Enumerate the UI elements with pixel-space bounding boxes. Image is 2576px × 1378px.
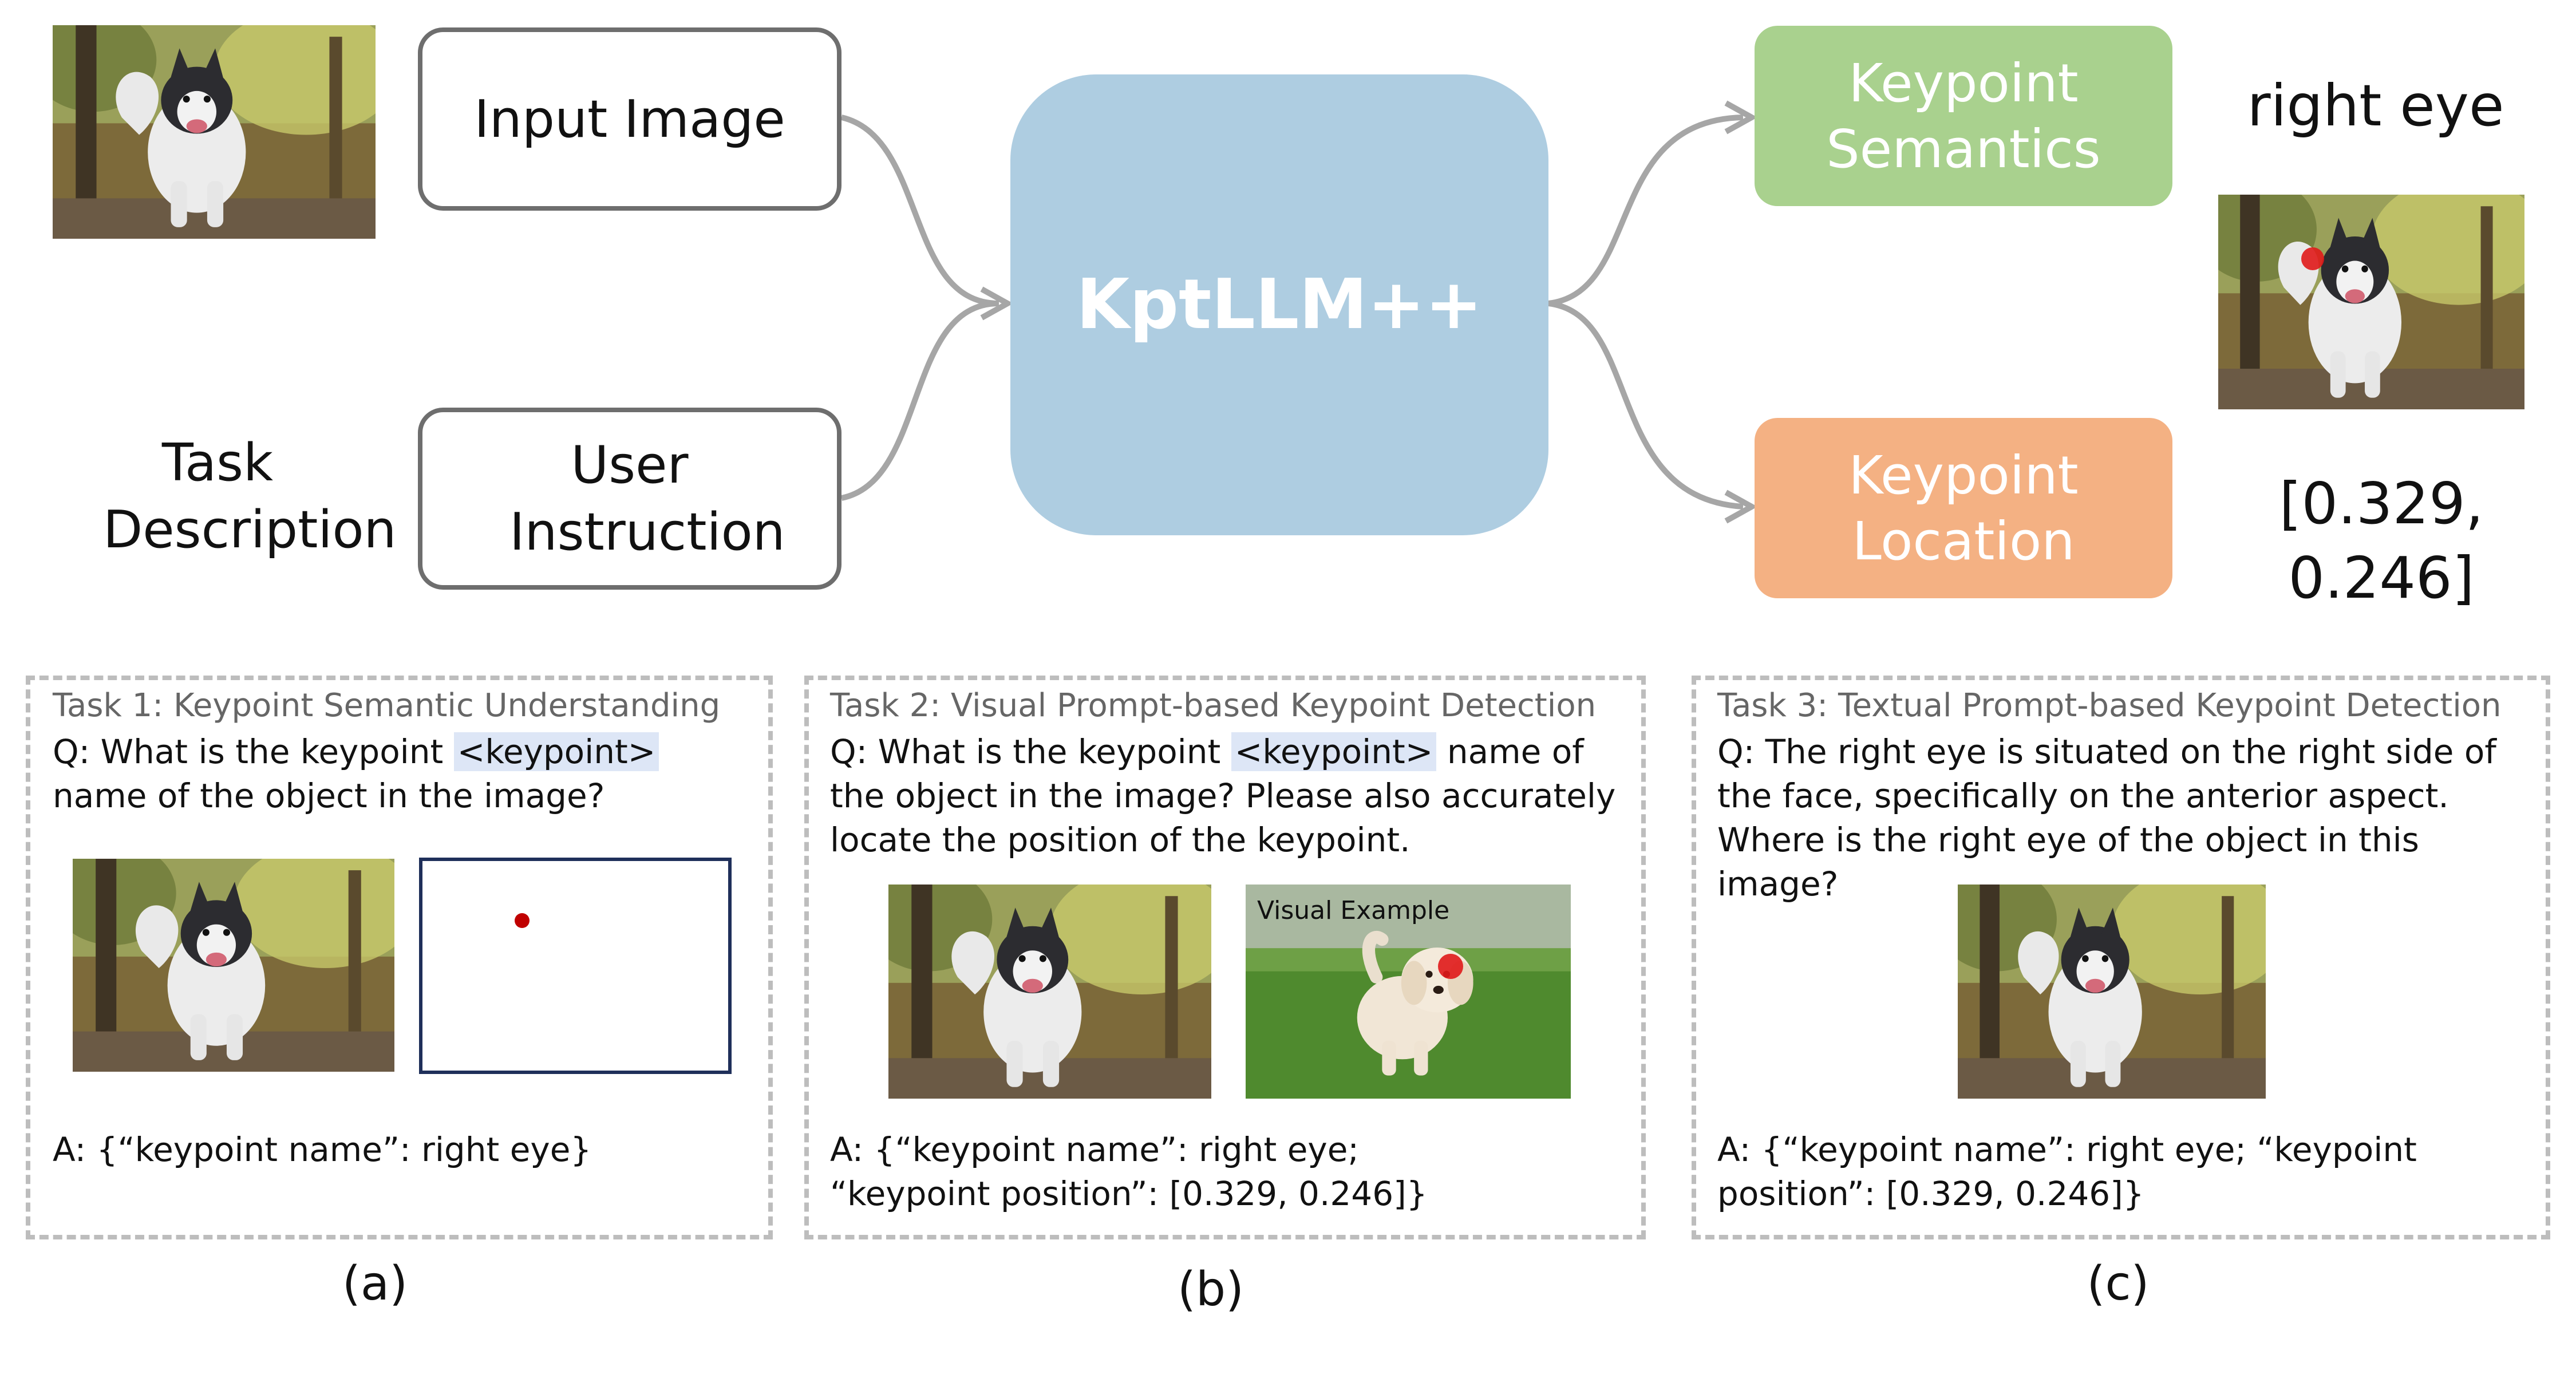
task2-question: Q: What is the keypoint <keypoint> name … — [830, 732, 1616, 860]
user-instruction-label: User Instruction — [509, 435, 785, 562]
task3-title: Task 3: Textual Prompt-based Keypoint De… — [1717, 687, 2502, 724]
user-instruction-box: User Instruction — [418, 408, 841, 590]
keypoint-location-label: Keypoint Location — [1848, 444, 2079, 572]
keypoint-location-box: Keypoint Location — [1755, 418, 2172, 598]
task3-question: Q: The right eye is situated on the righ… — [1717, 732, 2496, 904]
task1-panel — [26, 676, 773, 1239]
task1-answer: A: {“keypoint name”: right eye} — [53, 1130, 592, 1169]
task2-panel — [804, 676, 1646, 1239]
arrow-model-to-location — [1548, 301, 1744, 510]
semantics-output-text: right eye — [2247, 72, 2504, 139]
keypoint-semantics-box: Keypoint Semantics — [1755, 26, 2172, 206]
task1-husky-photo — [73, 859, 394, 1072]
model-label: KptLLM++ — [1076, 265, 1483, 345]
task2-keypoint-token: <keypoint> — [1231, 732, 1437, 771]
model-box: KptLLM++ — [1010, 74, 1548, 535]
task3-panel — [1692, 676, 2550, 1239]
task2-visual-example-label: Visual Example — [1257, 896, 1450, 925]
task-description-label: Task Description — [103, 433, 397, 560]
caption-c: (c) — [2087, 1257, 2150, 1311]
caption-b: (b) — [1177, 1262, 1244, 1317]
keypoint-marker — [515, 913, 530, 928]
task3-husky-photo — [1958, 885, 2266, 1099]
pipeline-arrows — [840, 100, 1758, 524]
arrow-instruction-to-model — [841, 301, 999, 501]
task2-title: Task 2: Visual Prompt-based Keypoint Det… — [830, 687, 1597, 724]
task1-keypoint-token: <keypoint> — [453, 732, 659, 771]
keypoint-marker — [2301, 247, 2324, 270]
arrow-model-to-semantics — [1548, 114, 1744, 306]
task2-answer: A: {“keypoint name”: right eye; “keypoin… — [830, 1130, 1428, 1214]
keypoint-semantics-label: Keypoint Semantics — [1826, 52, 2101, 180]
input-image-box: Input Image — [418, 27, 841, 211]
task1-keypoint-map — [419, 858, 732, 1074]
caption-a: (a) — [342, 1257, 408, 1311]
location-output-text: [0.329, 0.246] — [2279, 470, 2484, 611]
input-husky-photo — [53, 25, 376, 239]
output-husky-photo — [2218, 195, 2524, 409]
arrow-input-to-model — [840, 114, 999, 306]
task1-question: Q: What is the keypoint <keypoint> name … — [53, 730, 757, 818]
task2-husky-photo — [888, 885, 1211, 1099]
task1-title: Task 1: Keypoint Semantic Understanding — [53, 687, 721, 724]
task2-visual-example-photo — [1246, 885, 1571, 1099]
keypoint-marker — [1438, 954, 1463, 979]
input-image-label: Input Image — [474, 89, 785, 149]
task3-answer: A: {“keypoint name”: right eye; “keypoin… — [1717, 1130, 2417, 1214]
